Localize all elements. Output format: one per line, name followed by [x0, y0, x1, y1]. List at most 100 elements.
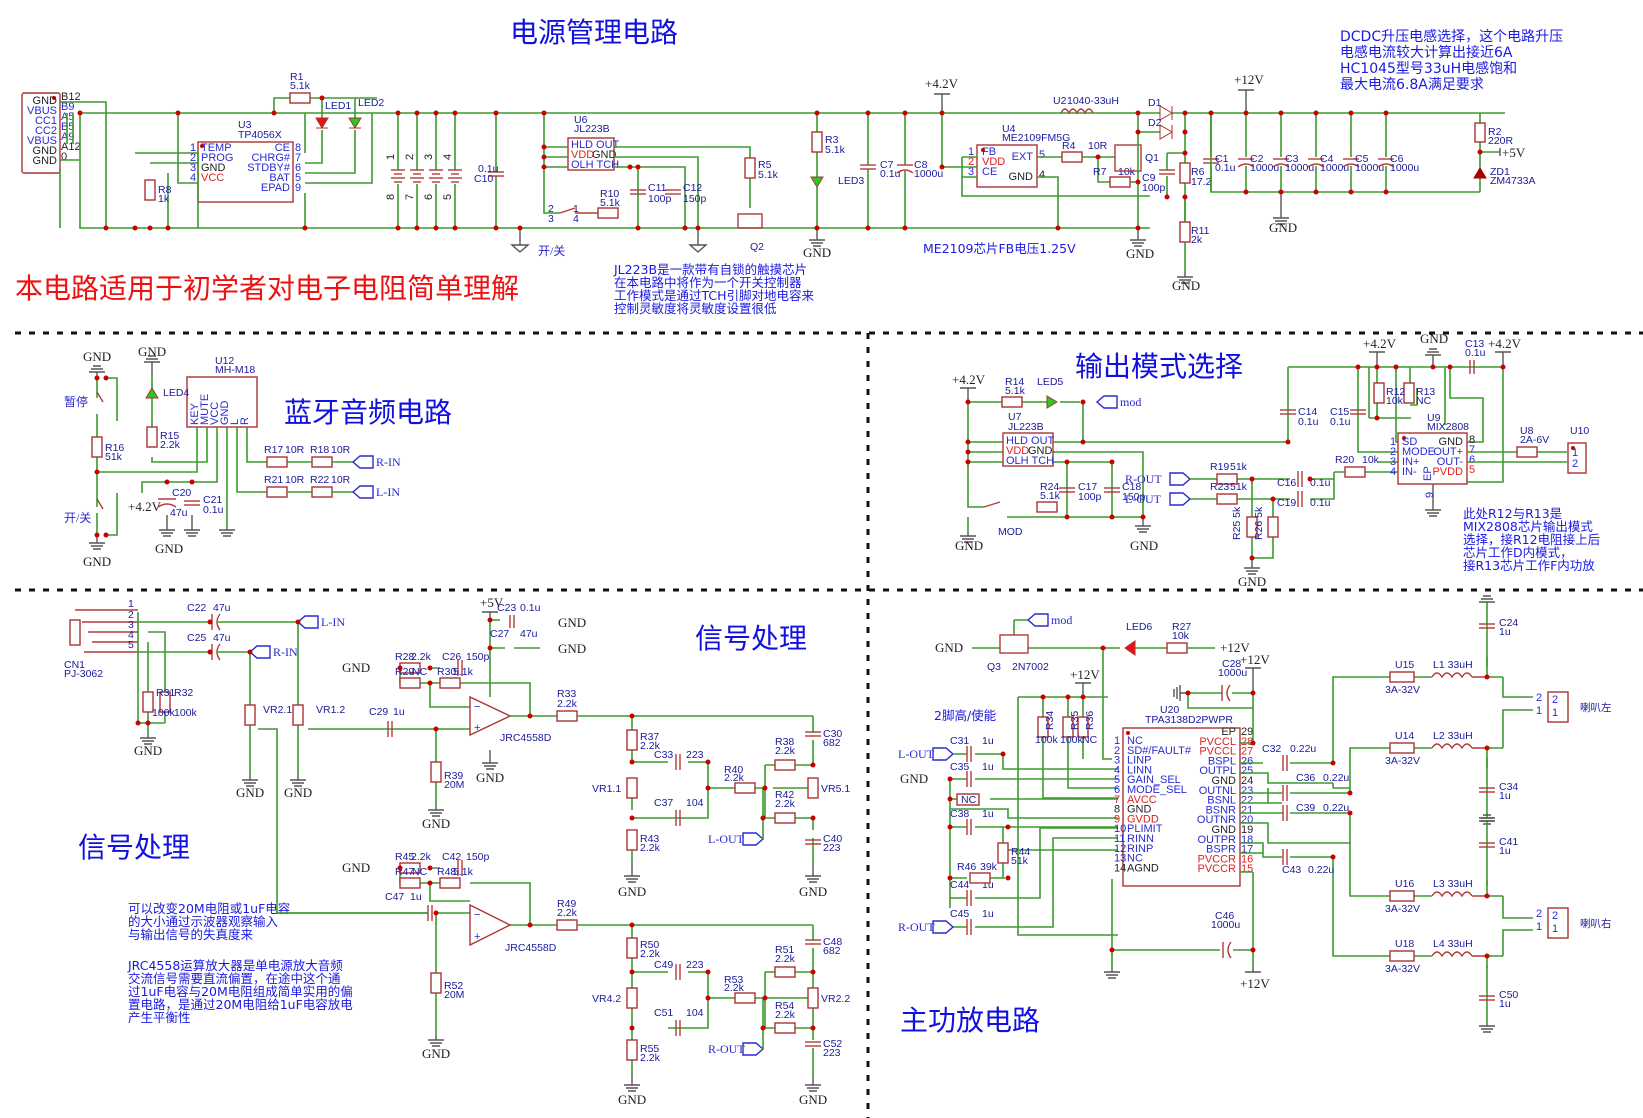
resistors-r34-r36: 100k 100k NC R34 R35 R36 [1035, 711, 1098, 746]
svg-text:2.2k: 2.2k [724, 982, 745, 994]
svg-text:L-OUT: L-OUT [1125, 492, 1162, 506]
resistor-r5: R55.1k [744, 157, 779, 181]
junction [1040, 694, 1046, 700]
svg-text:2.2k: 2.2k [640, 740, 661, 752]
svg-text:ZM4733A: ZM4733A [1490, 175, 1536, 187]
svg-text:47u: 47u [520, 628, 538, 640]
wire-amp-inputs [949, 753, 1118, 928]
svg-text:此处R12与R13是: 此处R12与R13是 [1463, 506, 1563, 521]
svg-text:R3: R3 [825, 134, 839, 146]
speaker-right-connector: 21 21 喇叭右 [1536, 907, 1612, 939]
battery-pin: 2 [404, 154, 416, 160]
svg-text:JRC4558运算放大器是单电源放大音频: JRC4558运算放大器是单电源放大音频 [127, 958, 343, 973]
svg-text:20M: 20M [444, 779, 464, 791]
junction [629, 713, 635, 719]
junction [1313, 110, 1319, 116]
junction [627, 164, 633, 170]
svg-text:LED3: LED3 [838, 175, 864, 187]
svg-text:R28: R28 [395, 651, 414, 663]
pin-number: 8 [295, 142, 301, 154]
junction [1330, 854, 1336, 860]
title-beginner-note: 本电路适用于初学者对电子电阻简单理解 [15, 272, 519, 305]
pin-number: 1 [1390, 436, 1396, 448]
net-gnd: GND [138, 344, 166, 359]
svg-text:682: 682 [823, 737, 841, 749]
fuse-ref: U16 [1395, 878, 1414, 890]
svg-text:C43: C43 [1282, 864, 1301, 876]
svg-text:最大电流6.8A满足要求: 最大电流6.8A满足要求 [1340, 77, 1484, 93]
junction [175, 110, 181, 116]
pin-label: BSPL [1208, 755, 1236, 767]
junction [135, 720, 141, 726]
svg-text:0.1u: 0.1u [478, 163, 499, 175]
cap-ref: C5 [1355, 153, 1369, 165]
net-gnd: GND [900, 771, 928, 786]
svg-text:51k: 51k [105, 451, 123, 463]
svg-text:芯片工作D内模式，: 芯片工作D内模式， [1463, 545, 1573, 560]
wire-mode-select [967, 401, 1288, 532]
svg-text:1u: 1u [393, 706, 405, 718]
pin-number: 14 [1114, 862, 1126, 874]
cap-value: 1000u [1390, 162, 1419, 174]
junction [1243, 110, 1249, 116]
pin-number: 8 [1469, 434, 1475, 446]
svg-text:2.2k: 2.2k [775, 1009, 796, 1021]
cap-value: 0.1u [1215, 162, 1236, 174]
junction [810, 1025, 816, 1031]
net-gnd: GND [83, 349, 111, 364]
pin-label: EP [1422, 466, 1434, 481]
cap-value: 1000u [1320, 162, 1349, 174]
svg-text:1u: 1u [982, 761, 994, 773]
junction [1095, 154, 1101, 160]
pin-label: GND [1127, 804, 1152, 816]
net-label-l-out: L-OUT [1125, 492, 1192, 506]
junction [1080, 439, 1086, 445]
svg-text:CN1: CN1 [64, 659, 85, 671]
svg-text:682: 682 [823, 945, 841, 957]
pin-label: OUT- [1437, 456, 1464, 468]
svg-text:1: 1 [1536, 921, 1542, 933]
svg-text:PJ-3062: PJ-3062 [64, 668, 103, 680]
svg-text:LED4: LED4 [163, 387, 189, 399]
svg-text:R51: R51 [775, 944, 794, 956]
svg-text:TPA3138D2PWPR: TPA3138D2PWPR [1145, 714, 1233, 726]
junction [493, 225, 499, 231]
connector-u10: U10 1 2 [1567, 425, 1589, 474]
pin-number: 1 [1114, 735, 1120, 747]
svg-text:R36: R36 [1084, 711, 1096, 730]
speaker-left-connector: 21 21 喇叭左 [1536, 691, 1612, 723]
svg-text:2.2k: 2.2k [775, 745, 796, 757]
svg-text:10k: 10k [1118, 166, 1136, 178]
junction [965, 459, 971, 465]
junction [302, 225, 308, 231]
cap-ref: C6 [1390, 153, 1404, 165]
svg-text:OLH TCH: OLH TCH [571, 159, 619, 171]
net-label-mod-2: mod [1026, 613, 1072, 627]
usb-pin-label: VBUS [27, 105, 57, 117]
junction [865, 225, 871, 231]
svg-text:U7: U7 [1008, 411, 1022, 423]
junction [1374, 364, 1380, 370]
pin-number: 19 [1241, 824, 1253, 836]
svg-text:NC: NC [1082, 734, 1098, 746]
svg-text:0.1u: 0.1u [1465, 347, 1486, 359]
junction [427, 865, 433, 871]
svg-text:NC: NC [412, 666, 428, 678]
svg-text:C37: C37 [654, 797, 673, 809]
svg-text:R25 5k: R25 5k [1231, 506, 1243, 540]
svg-text:5: 5 [128, 639, 134, 651]
svg-text:U9: U9 [1427, 412, 1441, 424]
svg-text:2.2k: 2.2k [411, 651, 432, 663]
pin-label: R [239, 417, 251, 425]
net-4v2: +4.2V [1363, 336, 1397, 351]
svg-text:C25: C25 [187, 632, 206, 644]
net-label-r-in: R-IN [351, 455, 401, 469]
svg-text:R20: R20 [1335, 454, 1354, 466]
